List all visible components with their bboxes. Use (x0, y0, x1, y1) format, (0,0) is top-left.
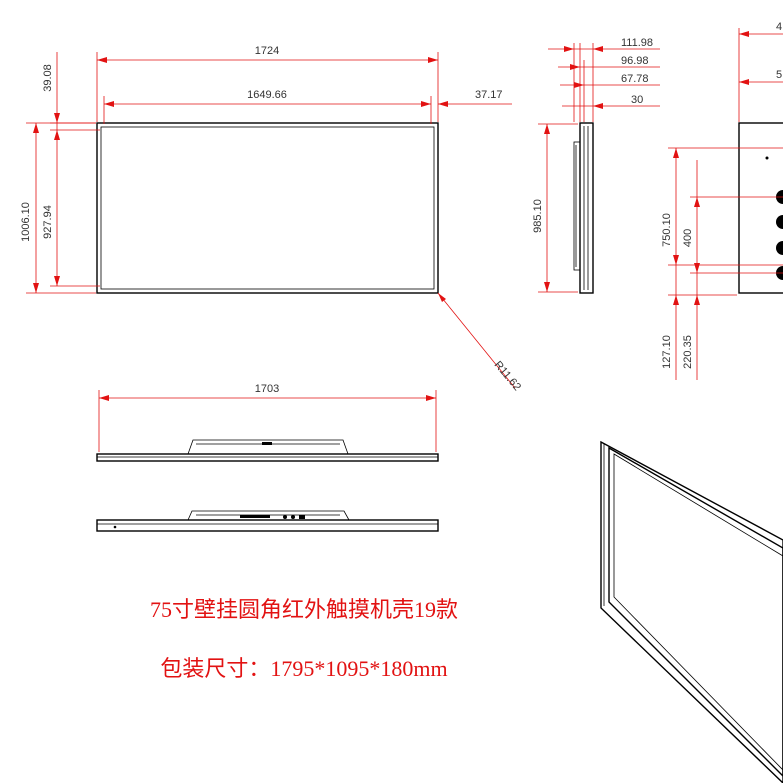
isometric-view (600, 440, 783, 783)
label-mount-bottom-1: 127.10 (661, 335, 673, 369)
label-width-inner: 1649.66 (247, 89, 287, 101)
dim-side-height: 985.10 (532, 123, 578, 293)
label-side-depth-1: 111.98 (621, 37, 653, 49)
dim-bezel-top: 39.08 (42, 52, 100, 140)
side-back-plate (573, 141, 581, 271)
iso-frame (608, 446, 783, 777)
side-profile-outer (579, 122, 594, 294)
label-side-depth-4: 30 (631, 94, 643, 106)
iso-outer (600, 440, 783, 783)
caption-title: 75寸壁挂圆角红外触摸机壳19款 (150, 597, 458, 622)
bottom-view (96, 439, 439, 462)
top-profile (96, 519, 439, 532)
label-bezel-top: 39.08 (42, 64, 54, 92)
dim-width-inner: 1649.66 (103, 89, 432, 124)
dim-back-top: 4 5 (738, 21, 783, 122)
dim-width-outer: 1724 (96, 45, 439, 122)
front-inner-frame (100, 126, 435, 290)
dim-corner-radius: R11.62 (437, 292, 523, 393)
label-bezel-right: 37.17 (475, 89, 503, 101)
label-width-outer: 1724 (255, 45, 279, 57)
label-height-inner: 927.94 (42, 205, 54, 239)
side-view (573, 122, 594, 294)
dim-bezel-right: 37.17 (438, 89, 512, 107)
dim-height-outer: 1006.10 (20, 122, 96, 294)
label-side-depth-3: 67.78 (621, 73, 649, 85)
label-corner-radius: R11.62 (492, 359, 523, 393)
back-view (738, 122, 783, 294)
back-panel (738, 122, 783, 294)
label-mount-span: 750.10 (661, 213, 673, 247)
label-bottom-width: 1703 (255, 383, 279, 395)
label-cut-top-1: 4 (776, 21, 782, 33)
label-side-depth-2: 96.98 (621, 55, 649, 67)
iso-screen (613, 453, 783, 771)
label-mount-vesa: 400 (682, 229, 694, 247)
bottom-profile (96, 453, 439, 462)
dim-height-inner: 927.94 (42, 133, 100, 287)
label-mount-bottom-2: 220.35 (682, 335, 694, 369)
caption-package: 包装尺寸：1795*1095*180mm (160, 656, 447, 681)
dim-side-depths: 111.98 96.98 67.78 30 (548, 37, 660, 122)
top-view (96, 510, 439, 532)
dim-bottom-width: 1703 (98, 383, 437, 452)
mount-hole-3 (776, 241, 783, 255)
front-view (96, 122, 439, 294)
label-height-outer: 1006.10 (20, 202, 32, 242)
front-outer-frame (96, 122, 439, 294)
mount-hole-2 (776, 215, 783, 229)
label-cut-top-2: 5 (776, 69, 782, 81)
dim-back-mount: 750.10 400 127.10 220.35 (661, 147, 783, 380)
label-side-height: 985.10 (532, 199, 544, 233)
